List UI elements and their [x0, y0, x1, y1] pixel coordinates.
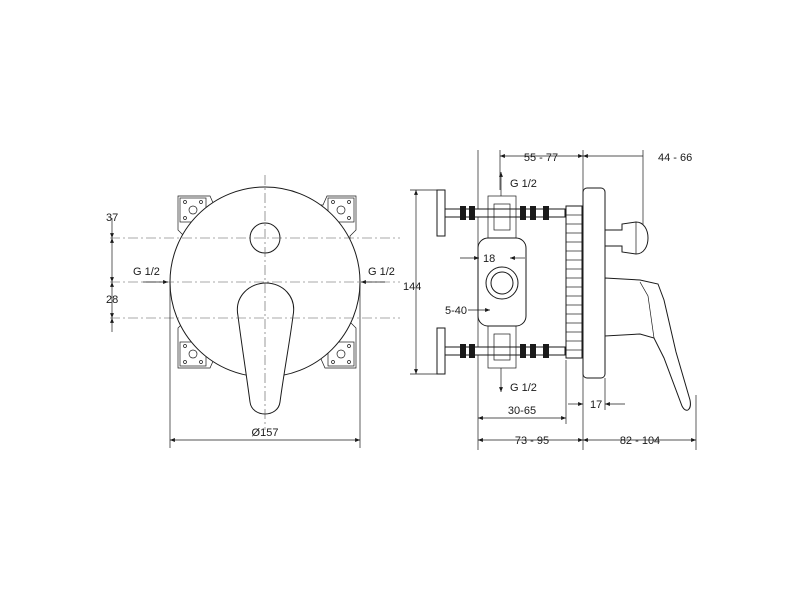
dim-5-40: 5-40: [445, 305, 467, 317]
dim-30-65: 30-65: [508, 405, 536, 417]
inlet-left-label: G 1/2: [133, 266, 160, 278]
dim-55-77: 55 - 77: [524, 152, 558, 164]
dim-diameter: Ø157: [252, 427, 279, 439]
valve-body: [477, 237, 527, 327]
lever-side: [604, 277, 691, 411]
diverter-knob-side: [604, 221, 649, 255]
nut-blocks-bottom: [460, 344, 549, 358]
threaded-sleeve: [565, 205, 583, 359]
side-view: G 1/2 G 1/2 55 - 77 44 - 66 18 144 5-40 …: [403, 150, 697, 450]
cover-plate: [582, 187, 606, 379]
dim-82-104: 82 - 104: [620, 435, 660, 447]
valve-bore-inner: [490, 271, 514, 295]
inlet-right-label: G 1/2: [368, 266, 395, 278]
outlet-top-label: G 1/2: [510, 178, 537, 190]
dim-37: 37: [106, 212, 118, 224]
bracket-ear-top-right: [327, 197, 355, 223]
dim-18: 18: [483, 253, 495, 265]
outlet-bottom-label: G 1/2: [510, 382, 537, 394]
dim-44-66: 44 - 66: [658, 152, 692, 164]
dim-73-95: 73 - 95: [515, 435, 549, 447]
sleeve-threads: [566, 214, 582, 351]
flange-top-left: [436, 189, 446, 237]
dim-17: 17: [590, 399, 602, 411]
valve-bore-outer: [485, 266, 519, 300]
front-view: 37 28 G 1/2 G 1/2 Ø157: [106, 175, 400, 448]
nut-blocks-top: [460, 206, 549, 220]
dim-144: 144: [403, 281, 421, 293]
dim-28: 28: [106, 294, 118, 306]
flange-bottom-left: [436, 327, 446, 375]
lever-handle: [236, 282, 295, 415]
